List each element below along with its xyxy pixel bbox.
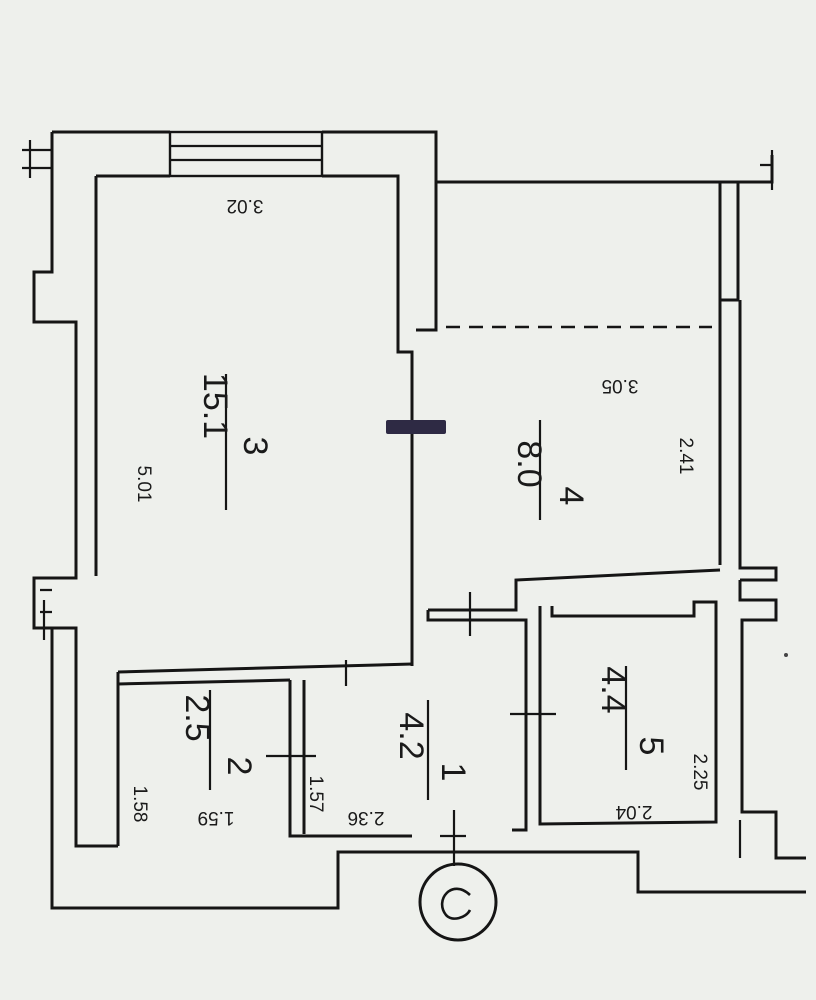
- exterior-walls: [32, 130, 806, 910]
- room-4-label: 3.05 2.41 4 8.0: [510, 375, 696, 520]
- room-4-area: 8.0: [510, 440, 548, 487]
- room-2-number: 2: [220, 757, 258, 776]
- room-3-area: 15.1: [196, 373, 234, 439]
- interior-walls: [116, 568, 742, 858]
- wall-stubs: [22, 140, 774, 640]
- room-1-area: 4.2: [392, 712, 430, 759]
- room-2-area: 2.5: [178, 694, 216, 741]
- room-1-length: 1.57: [305, 776, 326, 813]
- entrance-door-icon[interactable]: [418, 862, 498, 942]
- wall-marker-icon: [386, 420, 446, 434]
- scan-dot: [784, 653, 788, 657]
- room-3-label: 3.02 5.01 3 15.1: [133, 195, 274, 510]
- room-1-number: 1: [434, 763, 472, 782]
- room-3-number: 3: [236, 437, 274, 456]
- room-2-width: 1.59: [198, 807, 235, 828]
- room-5-length: 2.25: [689, 754, 710, 791]
- room-4-length: 2.41: [675, 438, 696, 475]
- room-2-label: 1.59 1.58 2 2.5: [129, 690, 258, 828]
- room-5-width: 2.04: [615, 801, 652, 822]
- room-3-length: 5.01: [133, 466, 154, 503]
- room-5-area: 4.4: [594, 666, 632, 713]
- window-icon: [168, 130, 324, 178]
- room-5-number: 5: [632, 737, 670, 756]
- door-markers: [266, 592, 556, 866]
- room-1-label: 2.36 1.57 1 4.2: [305, 700, 472, 828]
- room-5-label: 2.04 2.25 5 4.4: [594, 666, 710, 822]
- room-2-length: 1.58: [129, 786, 150, 823]
- room-1-width: 2.36: [348, 807, 385, 828]
- room-3-width: 3.02: [227, 195, 264, 216]
- room-4-width: 3.05: [602, 375, 639, 396]
- room-4-number: 4: [552, 487, 590, 506]
